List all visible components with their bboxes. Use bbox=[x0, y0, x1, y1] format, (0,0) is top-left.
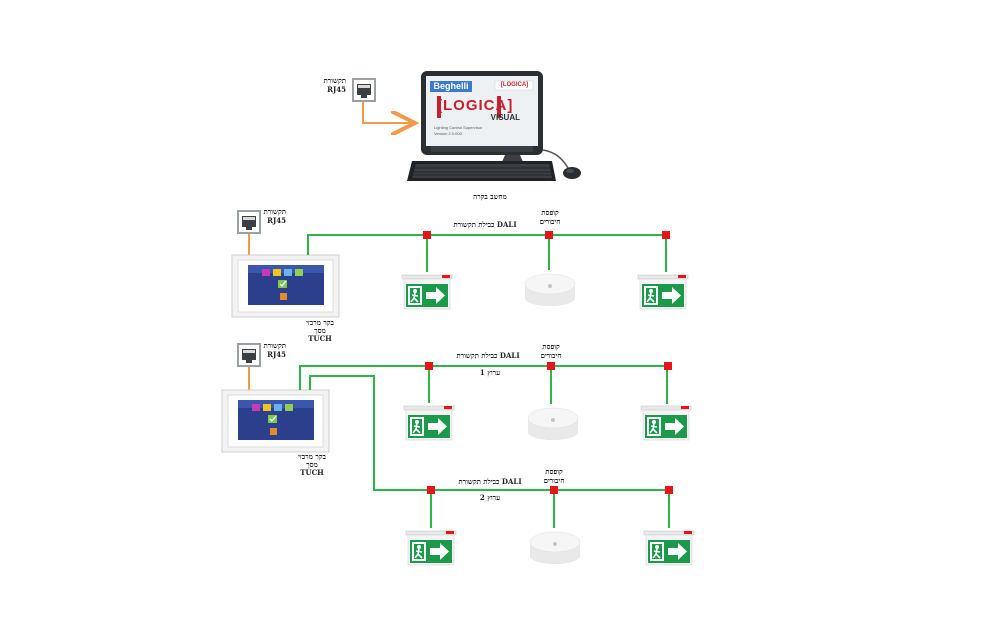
controller-label-line2: מסך bbox=[306, 460, 318, 469]
screen-version: Version 2.0.000 bbox=[434, 131, 462, 136]
monitor-icon bbox=[421, 71, 569, 169]
junction-node-icon bbox=[662, 231, 670, 239]
computer-label: מחשב בקרה bbox=[473, 192, 507, 201]
rj45-label-he: תקשורת bbox=[263, 341, 286, 350]
rj45-label-en: RJ45 bbox=[267, 216, 286, 225]
channel-label: ערוץ 2 bbox=[479, 493, 501, 502]
exit-sign-icon bbox=[643, 530, 695, 566]
rj45-socket-icon bbox=[352, 78, 376, 102]
channel-label: ערוץ 1 bbox=[479, 368, 501, 377]
junction-box-label-line2: חיבורים bbox=[540, 351, 562, 360]
junction-node-icon bbox=[547, 362, 555, 370]
controller-label: בקר מרכזי bbox=[298, 452, 326, 461]
junction-node-icon bbox=[664, 362, 672, 370]
junction-node-icon bbox=[425, 362, 433, 370]
screen-caption: Lighting Control Supervisor bbox=[434, 125, 483, 130]
exit-sign-icon bbox=[637, 274, 689, 310]
ceiling-emergency-light-icon bbox=[529, 531, 581, 565]
dali-bus-label: כבילת תקשורת DALI bbox=[453, 220, 517, 229]
controller-label: בקר מרכזי bbox=[306, 318, 334, 327]
logica-logo: [LOGICA] bbox=[437, 97, 514, 114]
junction-node-icon bbox=[665, 486, 673, 494]
dali-bus-channel-2 bbox=[309, 375, 670, 491]
junction-box-label-line2: חיבורים bbox=[539, 217, 561, 226]
junction-box-label: קופסת bbox=[541, 208, 559, 217]
logica-small-logo: [LOGICA] bbox=[500, 82, 529, 88]
rj45-label-en: RJ45 bbox=[327, 85, 346, 94]
brand-logo: Beghelli bbox=[433, 81, 469, 91]
controller-label-line3: TUCH bbox=[300, 468, 324, 477]
keyboard-icon bbox=[407, 161, 556, 181]
junction-node-icon bbox=[550, 486, 558, 494]
controller-label-line2: מסך bbox=[314, 326, 326, 335]
rj45-label-he: תקשורת bbox=[263, 207, 286, 216]
junction-box-label-line2: חיבורים bbox=[543, 476, 565, 485]
touch-controller-icon bbox=[221, 389, 330, 453]
dali-bus-1 bbox=[307, 234, 667, 255]
junction-node-icon bbox=[427, 486, 435, 494]
exit-sign-icon bbox=[405, 530, 457, 566]
mouse-icon bbox=[563, 167, 581, 179]
touch-controller-icon bbox=[231, 254, 340, 318]
junction-box-label: קופסת bbox=[542, 342, 560, 351]
exit-sign-icon bbox=[403, 405, 455, 441]
exit-sign-icon bbox=[640, 405, 692, 441]
ethernet-cable bbox=[362, 102, 415, 123]
rj45-label-en: RJ45 bbox=[267, 350, 286, 359]
visual-logo: VISUAL bbox=[490, 113, 520, 122]
exit-sign-icon bbox=[401, 274, 453, 310]
junction-box-label: קופסת bbox=[545, 467, 563, 476]
junction-node-icon bbox=[545, 231, 553, 239]
ceiling-emergency-light-icon bbox=[524, 273, 576, 307]
junction-node-icon bbox=[423, 231, 431, 239]
dali-bus-label: כבילת תקשורת DALI bbox=[456, 351, 520, 360]
ceiling-emergency-light-icon bbox=[527, 407, 579, 441]
dali-bus-channel-1 bbox=[299, 365, 668, 390]
controller-label-line3: TUCH bbox=[308, 334, 332, 343]
rj45-label-he: תקשורת bbox=[323, 76, 346, 85]
dali-bus-label: כבילת תקשורת DALI bbox=[458, 477, 522, 486]
